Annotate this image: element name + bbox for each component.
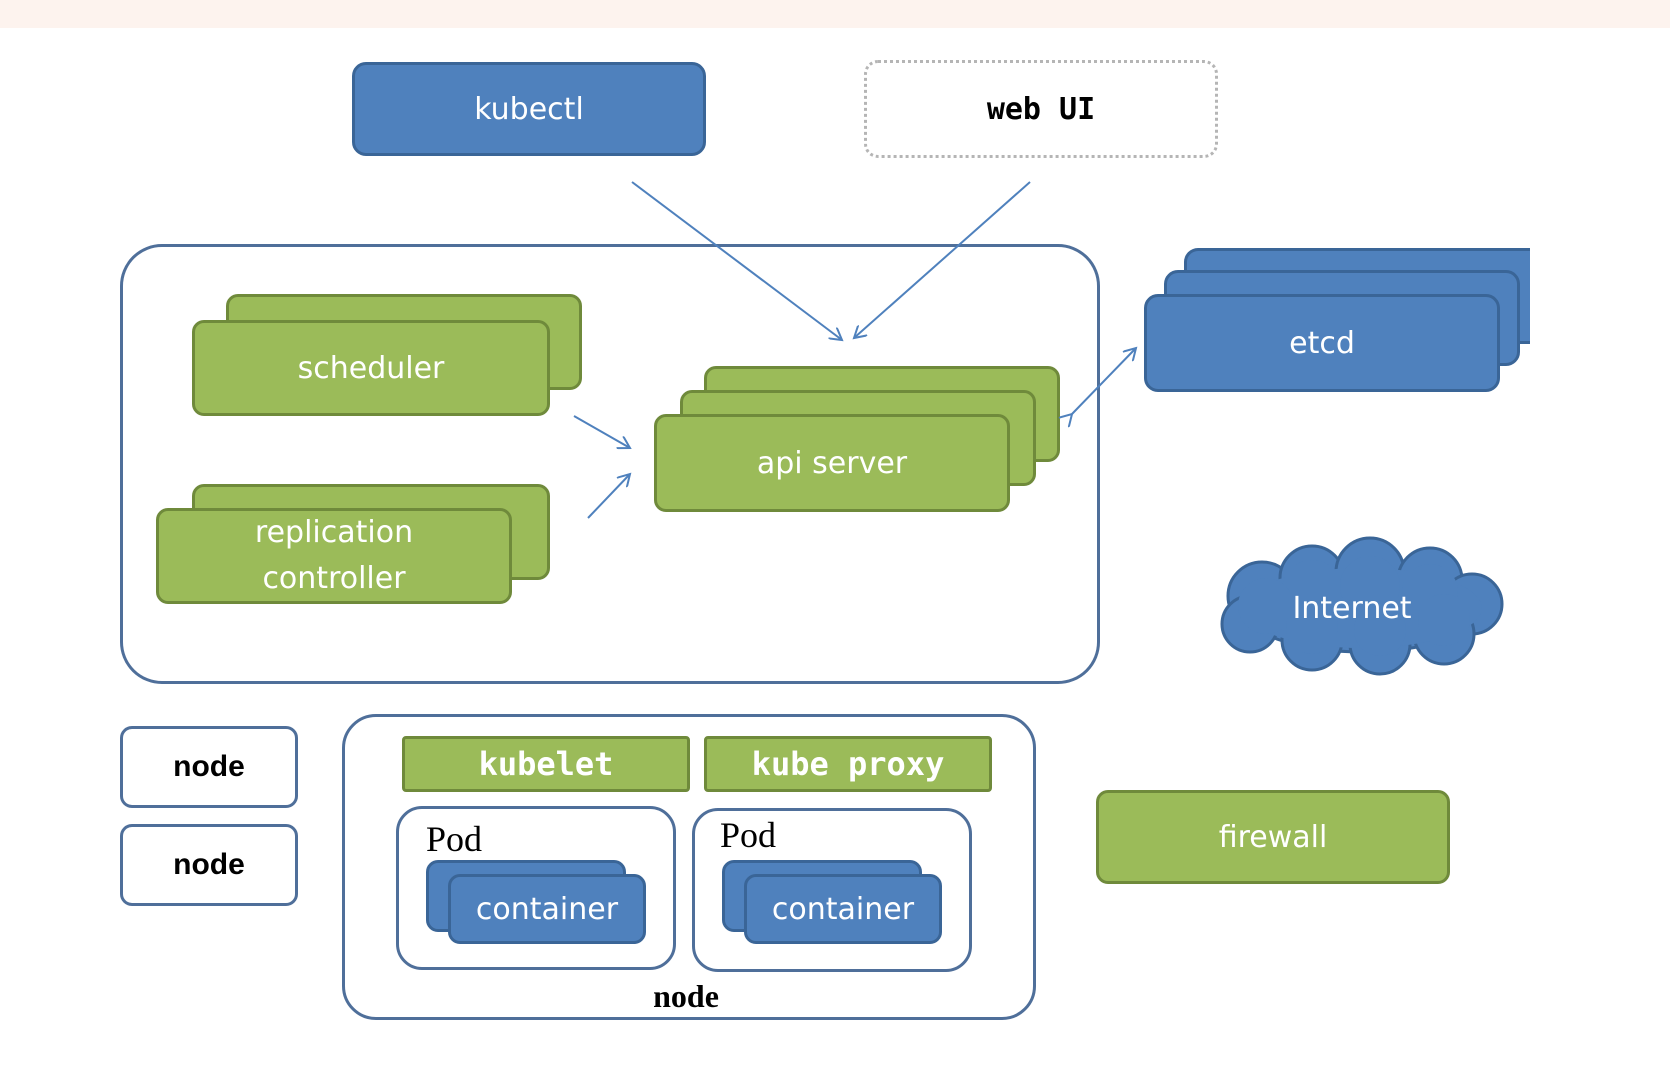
container-label-2: container: [771, 891, 915, 927]
pod-label-1-wrap: Pod: [426, 818, 482, 862]
web-ui-label: web UI: [986, 91, 1096, 127]
kubectl-box: kubectl: [352, 62, 706, 156]
kubectl-label: kubectl: [474, 91, 584, 127]
node-main-label-wrap: node: [586, 976, 786, 1016]
node-label-2: node: [173, 848, 245, 881]
pod-label-2-wrap: Pod: [720, 814, 776, 858]
firewall-label: firewall: [1218, 819, 1328, 855]
master-frame: [120, 244, 1100, 684]
web-ui-box: web UI: [864, 60, 1218, 158]
kube-proxy-box: kube proxy: [704, 736, 992, 792]
etcd-box: etcd: [1144, 294, 1500, 392]
firewall-box: firewall: [1096, 790, 1450, 884]
scheduler-box: scheduler: [192, 320, 550, 416]
replication-controller-label-2: controller: [262, 561, 406, 596]
replication-controller-box: replication controller: [156, 508, 512, 604]
etcd-label: etcd: [1289, 325, 1355, 361]
internet-label-wrap: Internet: [1230, 582, 1474, 634]
kubelet-box: kubelet: [402, 736, 690, 792]
container-box-2: container: [744, 874, 942, 944]
node-label-1: node: [173, 750, 245, 783]
top-strip: [0, 0, 1670, 28]
container-label-1: container: [475, 891, 619, 927]
pod-label-1: Pod: [426, 819, 483, 859]
node-frame: [342, 714, 1036, 1020]
replication-controller-label-1: replication: [254, 515, 414, 550]
internet-label: Internet: [1292, 590, 1412, 626]
api-server-box: api server: [654, 414, 1010, 512]
container-box-1: container: [448, 874, 646, 944]
node-main-label: node: [653, 977, 719, 1014]
node-box-1: node: [120, 726, 298, 808]
kube-proxy-label: kube proxy: [751, 745, 945, 783]
kubelet-label: kubelet: [478, 745, 614, 783]
node-box-2: node: [120, 824, 298, 906]
pod-label-2: Pod: [720, 815, 777, 855]
api-server-label: api server: [756, 445, 908, 481]
scheduler-label: scheduler: [297, 350, 445, 386]
